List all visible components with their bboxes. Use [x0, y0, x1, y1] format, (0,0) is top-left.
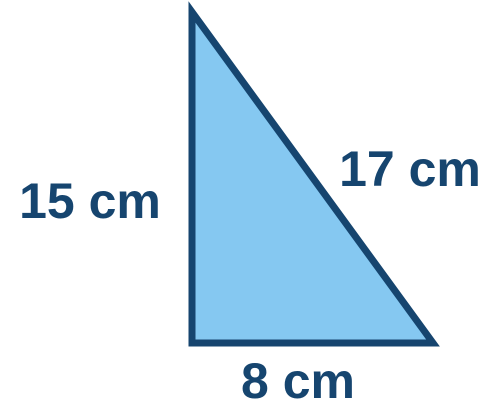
vertical-side-label: 15 cm	[19, 173, 161, 229]
right-triangle	[188, 1, 440, 347]
hypotenuse-label: 17 cm	[339, 141, 481, 197]
base-label: 8 cm	[241, 353, 355, 409]
